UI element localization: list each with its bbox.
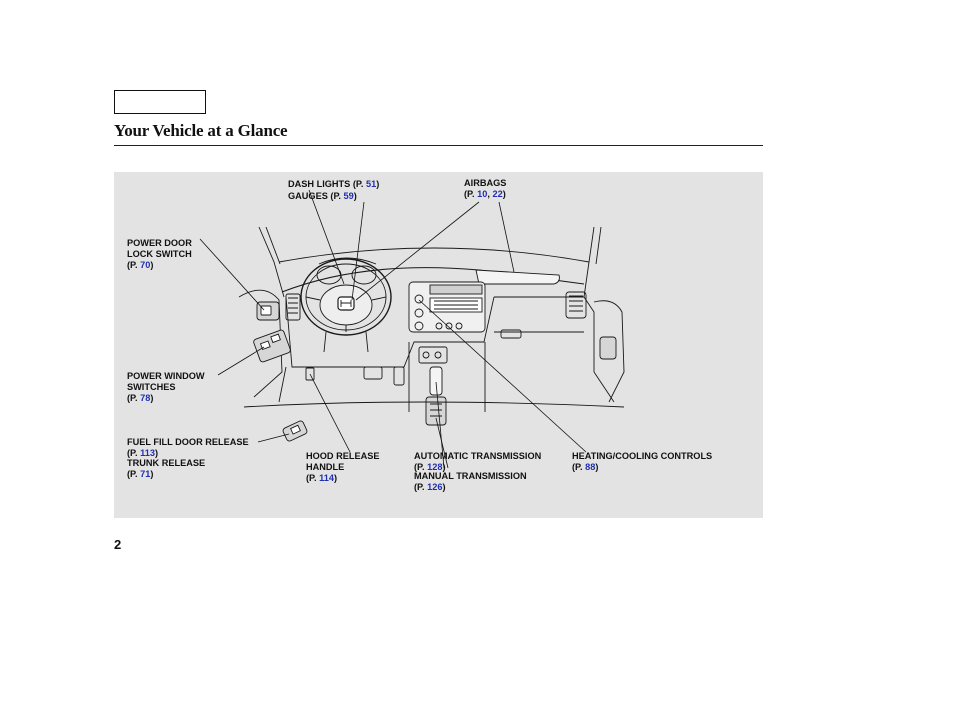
label-trunk-release: TRUNK RELEASE (P. 71) (127, 458, 206, 479)
page-ref-airbags-2[interactable]: 22 (492, 188, 503, 199)
title-rule (114, 145, 763, 146)
dashboard-illustration: DASH LIGHTS (P. 51) GAUGES (P. 59) AIRBA… (114, 172, 763, 518)
page-ref-power-window[interactable]: 78 (140, 392, 151, 403)
label-dash-lights: DASH LIGHTS (P. 51) (288, 179, 380, 189)
page-title: Your Vehicle at a Glance (114, 121, 288, 140)
page-ref-heating-cooling[interactable]: 88 (585, 461, 596, 472)
label-automatic-transmission: AUTOMATIC TRANSMISSION (P. 128) (414, 451, 542, 472)
label-airbags: AIRBAGS (P. 10, 22) (464, 178, 507, 199)
page-ref-power-door-lock[interactable]: 70 (140, 259, 151, 270)
leader-line-airbag-passenger (498, 201, 515, 273)
callout-leader-lines (199, 189, 587, 469)
page-ref-trunk-release[interactable]: 71 (140, 468, 151, 479)
leader-line-heating-cooling (418, 299, 587, 453)
page-ref-airbags-1[interactable]: 10 (477, 188, 488, 199)
page-ref-manual-transmission[interactable]: 126 (427, 481, 443, 492)
label-fuel-fill-door-release: FUEL FILL DOOR RELEASE (P. 113) (127, 437, 249, 458)
page-ref-gauges[interactable]: 59 (343, 191, 354, 201)
label-manual-transmission: MANUAL TRANSMISSION (P. 126) (414, 471, 527, 492)
label-hood-release-handle: HOOD RELEASE HANDLE (P. 114) (306, 451, 380, 483)
leader-line-airbag-driver (355, 201, 480, 301)
leader-line-power-door-lock (199, 238, 265, 311)
label-power-window-switches: POWER WINDOW SWITCHES (P. 78) (127, 371, 205, 403)
page-number: 2 (114, 537, 122, 552)
label-heating-cooling-controls: HEATING/COOLING CONTROLS (P. 88) (572, 451, 713, 472)
page-ref-automatic-transmission[interactable]: 128 (427, 461, 443, 472)
leader-line-manual-transmission (435, 417, 449, 469)
leader-line-power-window (217, 346, 265, 376)
page-ref-fuel-fill[interactable]: 113 (140, 447, 155, 458)
leader-line-dash-lights (308, 189, 345, 285)
page-ref-hood-release[interactable]: 114 (319, 472, 334, 483)
leader-line-automatic-transmission (435, 381, 445, 469)
leader-line-fuel-fill (257, 433, 290, 443)
leader-line-hood-release (309, 373, 351, 453)
leader-line-gauges (351, 201, 365, 301)
label-power-door-lock-switch: POWER DOOR LOCK SWITCH (P. 70) (127, 238, 192, 270)
label-gauges: GAUGES (P. 59) (288, 191, 357, 201)
section-tab-box (114, 90, 206, 114)
dashboard-line-art (238, 226, 625, 442)
page-ref-dash-lights[interactable]: 51 (365, 179, 377, 189)
